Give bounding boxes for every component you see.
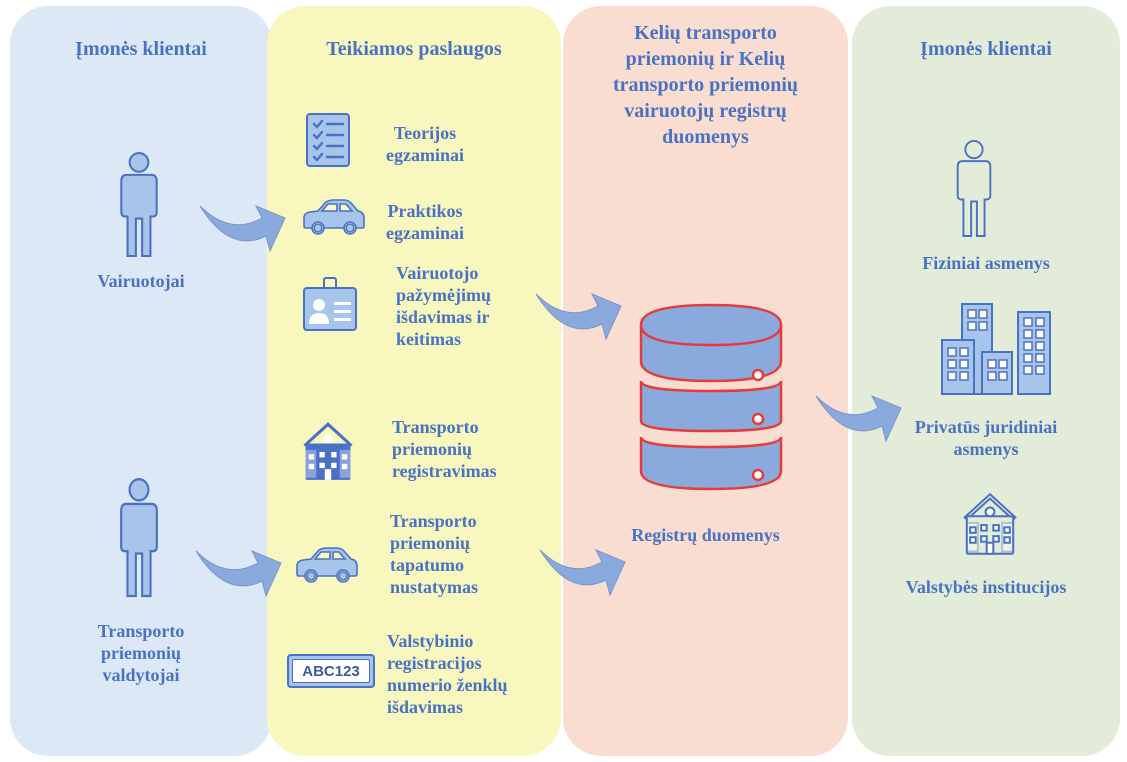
license-plate-icon: ABC123: [287, 654, 375, 688]
services-title: Teikiamos paslaugos: [326, 38, 502, 60]
id-card-icon: [303, 277, 357, 331]
building-icon: [303, 422, 353, 480]
service-theory-exams: Teorijos egzaminai: [386, 123, 464, 165]
office-buildings-icon: [941, 303, 1051, 395]
clients-right-item-individuals: Fiziniai asmenys: [922, 253, 1050, 273]
person-icon: [956, 140, 992, 237]
registers-title: Kelių transporto priemonių ir Kelių tran…: [613, 22, 798, 148]
clients-right-item-state-institutions: Valstybės institucijos: [905, 577, 1067, 597]
clients-right-item-private-entities: Privatūs juridiniai asmenys: [914, 417, 1058, 459]
building-icon: [963, 493, 1017, 555]
person-icon: [120, 151, 158, 258]
service-plate-issuance: Valstybinio registracijos numerio ženklų…: [387, 631, 508, 717]
service-practical-exams: Praktikos egzaminai: [386, 201, 464, 243]
person-icon: [119, 477, 159, 598]
arrow-icon: [199, 205, 286, 252]
license-plate-text: ABC123: [292, 659, 370, 683]
car-icon: [303, 199, 365, 235]
database-label: Registrų duomenys: [631, 525, 780, 545]
database-icon: [639, 303, 783, 491]
clients-left-item-vehicle-owners: Transporto priemonių valdytojai: [97, 621, 185, 685]
clients-left-title: Įmonės klientai: [75, 38, 207, 60]
service-license-issuance: Vairuotojo pažymėjimų išdavimas ir keiti…: [396, 263, 491, 349]
clients-left-column: [10, 6, 272, 756]
service-vehicle-identity: Transporto priemonių tapatumo nustatymas: [390, 511, 479, 597]
clients-left-item-drivers: Vairuotojai: [97, 271, 185, 291]
arrow-icon: [195, 550, 282, 597]
arrow-icon: [535, 293, 622, 340]
service-vehicle-registration: Transporto priemonių registravimas: [392, 417, 497, 481]
clients-right-title: Įmonės klientai: [920, 38, 1052, 60]
checklist-icon: [306, 113, 350, 167]
car-icon: [296, 547, 358, 583]
arrow-icon: [539, 549, 626, 596]
